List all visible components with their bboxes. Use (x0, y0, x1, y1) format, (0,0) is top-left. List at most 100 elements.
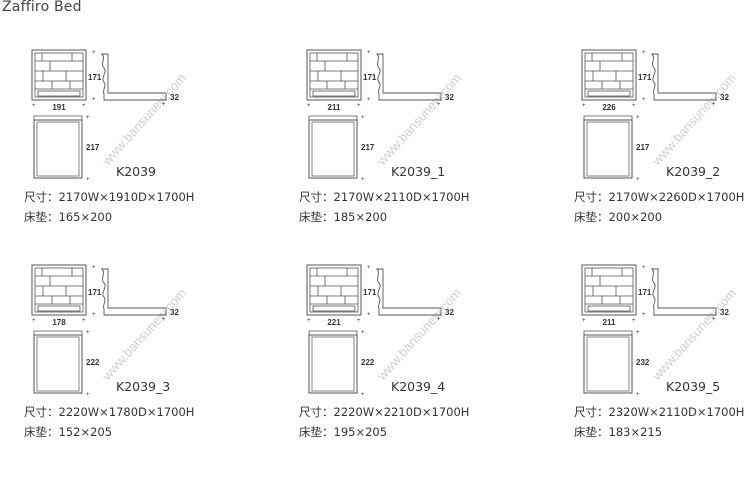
side-elevation-icon: + (650, 53, 717, 108)
svg-text:+: + (642, 97, 646, 103)
size-spec: 尺寸：2320W×2110D×1700H (574, 405, 745, 419)
svg-text:+: + (361, 115, 365, 121)
svg-text:+: + (357, 103, 361, 109)
svg-text:+: + (32, 318, 36, 324)
headboard-elevation-icon: ++ (31, 264, 96, 318)
plan-view-icon: ++ (308, 330, 365, 398)
watermark-text: www.bansunew.com (373, 285, 464, 383)
side-elevation-icon: + (650, 268, 717, 323)
svg-text:+: + (92, 312, 96, 318)
svg-text:+: + (636, 330, 640, 336)
headboard-height-label: 171 (363, 288, 377, 297)
model-code: K2039_2 (666, 164, 721, 179)
headboard-elevation-icon: ++ (306, 264, 371, 318)
svg-text:+: + (367, 97, 371, 103)
svg-text:+: + (361, 177, 365, 183)
svg-text:+: + (437, 317, 441, 323)
svg-text:178: 178 (52, 318, 66, 327)
size-spec: 尺寸：2220W×1780D×1700H (24, 405, 195, 419)
svg-text:+: + (92, 97, 96, 103)
svg-text:+: + (162, 102, 166, 108)
depth-label: 217 (86, 143, 100, 152)
svg-text:+: + (92, 50, 96, 56)
svg-text:+: + (642, 312, 646, 318)
depth-label: 222 (361, 358, 375, 367)
mattress-spec: 床垫：183×215 (574, 425, 663, 439)
svg-text:226: 226 (602, 103, 616, 112)
depth-label: 217 (636, 143, 650, 152)
side-height-label: 32 (720, 93, 729, 102)
model-code: K2039_3 (116, 379, 171, 394)
width-dimension: + +178 (32, 318, 86, 327)
depth-label: 222 (86, 358, 100, 367)
svg-text:+: + (642, 50, 646, 56)
watermark-text: www.bansunew.com (98, 70, 189, 168)
side-height-label: 32 (170, 93, 179, 102)
headboard-elevation-icon: ++ (581, 49, 646, 103)
svg-text:+: + (636, 177, 640, 183)
svg-text:+: + (712, 317, 716, 323)
svg-text:+: + (642, 265, 646, 271)
svg-text:+: + (357, 318, 361, 324)
size-spec: 尺寸：2170W×1910D×1700H (24, 190, 195, 204)
side-elevation-icon: + (375, 268, 442, 323)
svg-text:+: + (86, 115, 90, 121)
depth-label: 232 (636, 358, 650, 367)
side-elevation-icon: + (375, 53, 442, 108)
width-dimension: ++191 (32, 103, 86, 112)
svg-text:+: + (582, 318, 586, 324)
mattress-spec: 床垫：195×205 (299, 425, 388, 439)
width-dimension: + +226 (582, 103, 636, 112)
headboard-elevation-icon: ++ (581, 264, 646, 318)
model-code: K2039_4 (391, 379, 446, 394)
svg-text:+: + (86, 330, 90, 336)
side-height-label: 32 (445, 308, 454, 317)
side-height-label: 32 (445, 93, 454, 102)
mattress-spec: 床垫：185×200 (299, 210, 388, 224)
svg-text:+: + (162, 317, 166, 323)
depth-label: 217 (361, 143, 375, 152)
headboard-height-label: 171 (363, 73, 377, 82)
svg-text:+: + (92, 265, 96, 271)
headboard-elevation-icon: ++ (306, 49, 371, 103)
svg-text:+: + (307, 103, 311, 109)
model-code: K2039 (116, 164, 157, 179)
svg-text:+: + (636, 392, 640, 398)
svg-text:+: + (632, 103, 636, 109)
side-height-label: 32 (720, 308, 729, 317)
svg-text:+: + (437, 102, 441, 108)
headboard-elevation-icon: ++ (31, 49, 96, 103)
bed-drawing: www.bansunew.com++171+32++211++217 (306, 49, 464, 183)
width-dimension: + +211 (582, 318, 636, 327)
watermark-text: www.bansunew.com (373, 70, 464, 168)
headboard-height-label: 171 (88, 73, 102, 82)
svg-text:+: + (32, 103, 36, 109)
svg-text:211: 211 (328, 103, 341, 112)
svg-text:+: + (82, 318, 86, 324)
watermark-text: www.bansunew.com (648, 70, 739, 168)
bed-drawing: www.bansunew.com++171+32++178++222 (31, 264, 189, 398)
svg-text:+: + (632, 318, 636, 324)
watermark-text: www.bansunew.com (98, 285, 189, 383)
svg-text:+: + (307, 318, 311, 324)
mattress-spec: 床垫：165×200 (24, 210, 113, 224)
svg-text:+: + (367, 265, 371, 271)
width-dimension: ++221 (307, 318, 361, 327)
bed-drawing: www.bansunew.com++171+32++191++217 (31, 49, 189, 183)
side-elevation-icon: + (100, 53, 167, 108)
svg-text:+: + (712, 102, 716, 108)
svg-text:211: 211 (603, 318, 616, 327)
page-title: Zaffiro Bed (2, 0, 82, 15)
headboard-height-label: 171 (638, 288, 652, 297)
svg-text:+: + (86, 177, 90, 183)
bed-drawing: www.bansunew.com++171+32++221++222 (306, 264, 464, 398)
svg-text:+: + (82, 103, 86, 109)
svg-text:+: + (582, 103, 586, 109)
plan-view-icon: ++ (33, 330, 90, 398)
svg-text:+: + (367, 50, 371, 56)
plan-view-icon: ++ (583, 330, 640, 398)
